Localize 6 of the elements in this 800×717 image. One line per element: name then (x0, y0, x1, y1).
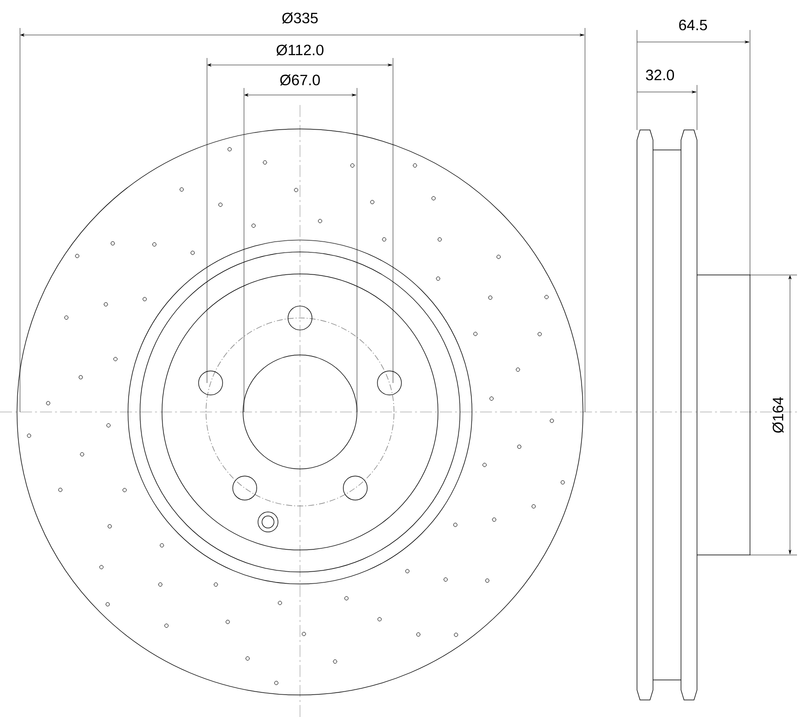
dimension-label: Ø112.0 (276, 44, 324, 56)
dimension-label: 32.0 (646, 70, 674, 80)
dimension-label: Ø164 (772, 397, 784, 433)
dimension-label: 64.5 (679, 20, 707, 30)
dimension-label: Ø335 (282, 12, 318, 24)
dimension-label: Ø67.0 (280, 74, 320, 86)
